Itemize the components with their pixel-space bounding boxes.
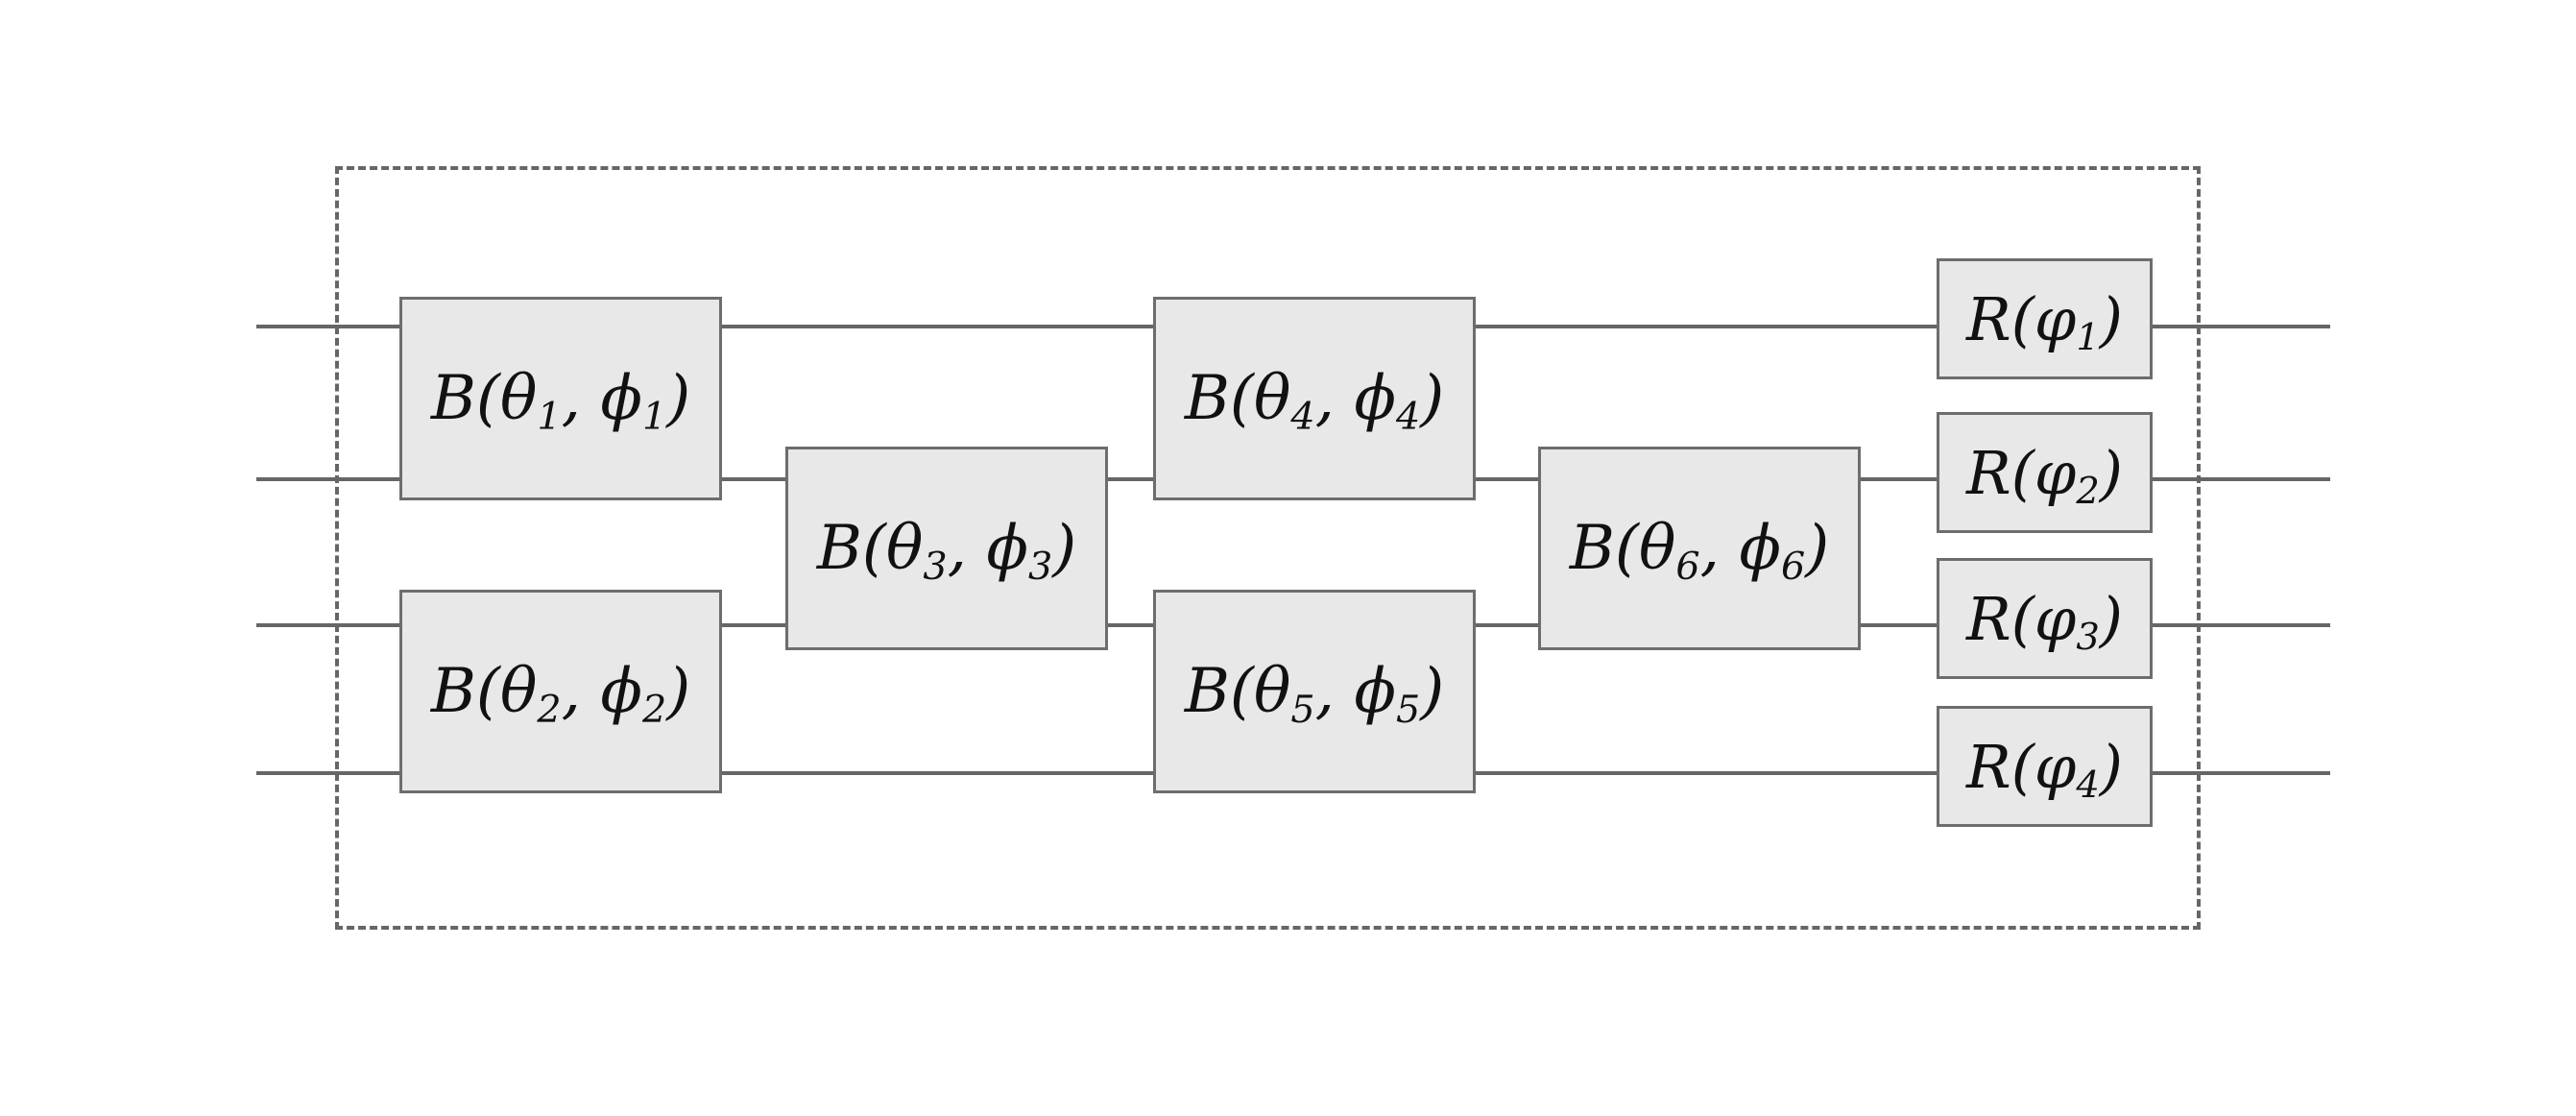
gate-phase-shifter-R4: R(φ4) [1937,706,2153,827]
gate-label: R(φ1) [1966,283,2123,360]
gate-label: B(θ4, ϕ4) [1184,363,1445,440]
gate-phase-shifter-R1: R(φ1) [1937,258,2153,379]
gate-label: B(θ2, ϕ2) [430,656,691,733]
gate-label: B(θ3, ϕ3) [816,513,1077,590]
circuit-boundary-dashed-box [335,166,2201,930]
gate-label: B(θ6, ϕ6) [1569,513,1830,590]
gate-label: B(θ1, ϕ1) [430,363,691,440]
gate-label: R(φ3) [1966,583,2123,660]
gate-beamsplitter-B6: B(θ6, ϕ6) [1538,447,1861,650]
gate-beamsplitter-B1: B(θ1, ϕ1) [399,297,722,500]
gate-beamsplitter-B4: B(θ4, ϕ4) [1153,297,1476,500]
gate-beamsplitter-B3: B(θ3, ϕ3) [785,447,1108,650]
gate-label: R(φ4) [1966,731,2123,808]
gate-label: B(θ5, ϕ5) [1184,656,1445,733]
gate-phase-shifter-R2: R(φ2) [1937,412,2153,533]
gate-beamsplitter-B5: B(θ5, ϕ5) [1153,590,1476,793]
gate-label: R(φ2) [1966,437,2123,514]
gate-beamsplitter-B2: B(θ2, ϕ2) [399,590,722,793]
gate-phase-shifter-R3: R(φ3) [1937,558,2153,679]
